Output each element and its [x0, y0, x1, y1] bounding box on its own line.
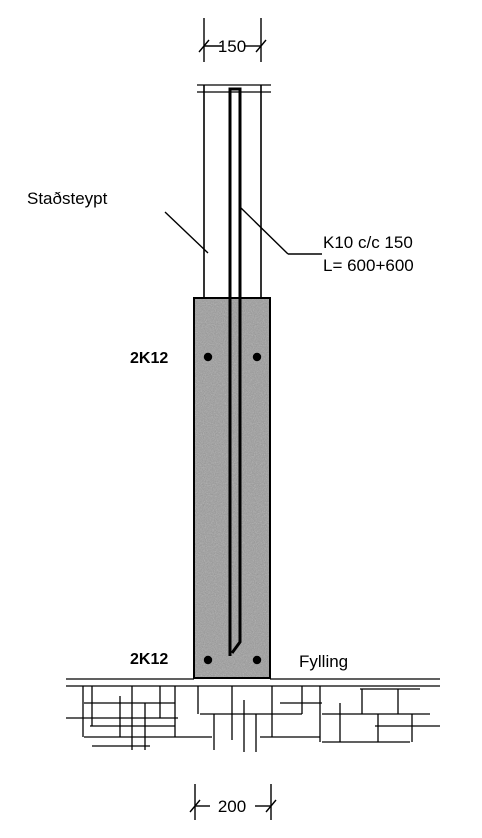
dimension-tick	[265, 799, 277, 813]
rebar-dot	[203, 655, 213, 665]
fill-hatch	[66, 678, 440, 752]
bottom-rebar-label: 2K12	[130, 651, 168, 668]
top-dimension-label: 150	[218, 37, 246, 56]
dimension-tick	[255, 39, 267, 53]
bottom-dimension: 200	[189, 784, 277, 820]
stirrup-callout: K10 c/c 150 L= 600+600	[239, 206, 414, 275]
stirrup-length-label: L= 600+600	[323, 256, 414, 275]
leader-line	[164, 211, 209, 254]
stirrup-spec-label: K10 c/c 150	[323, 233, 413, 252]
upper-wall	[197, 84, 271, 298]
cast-in-place-callout: Staðsteypt	[27, 189, 209, 254]
cast-in-place-label: Staðsteypt	[27, 189, 108, 208]
rebar-dot	[252, 655, 262, 665]
rebar-dot	[203, 352, 213, 362]
bottom-dimension-label: 200	[218, 797, 246, 816]
top-dimension: 150	[198, 18, 267, 62]
concrete-outline	[193, 297, 271, 679]
concrete-section	[193, 297, 271, 679]
rebar-dot	[252, 352, 262, 362]
stirrup-rebar	[228, 87, 242, 656]
fill-label: Fylling	[299, 652, 348, 671]
stirrup-bar	[228, 87, 242, 656]
concrete-texture	[194, 298, 270, 678]
leader-line	[239, 206, 289, 255]
dimension-tick	[198, 39, 210, 53]
rebar-dots	[203, 352, 262, 665]
dimension-tick	[189, 799, 201, 813]
top-rebar-label: 2K12	[130, 350, 168, 367]
